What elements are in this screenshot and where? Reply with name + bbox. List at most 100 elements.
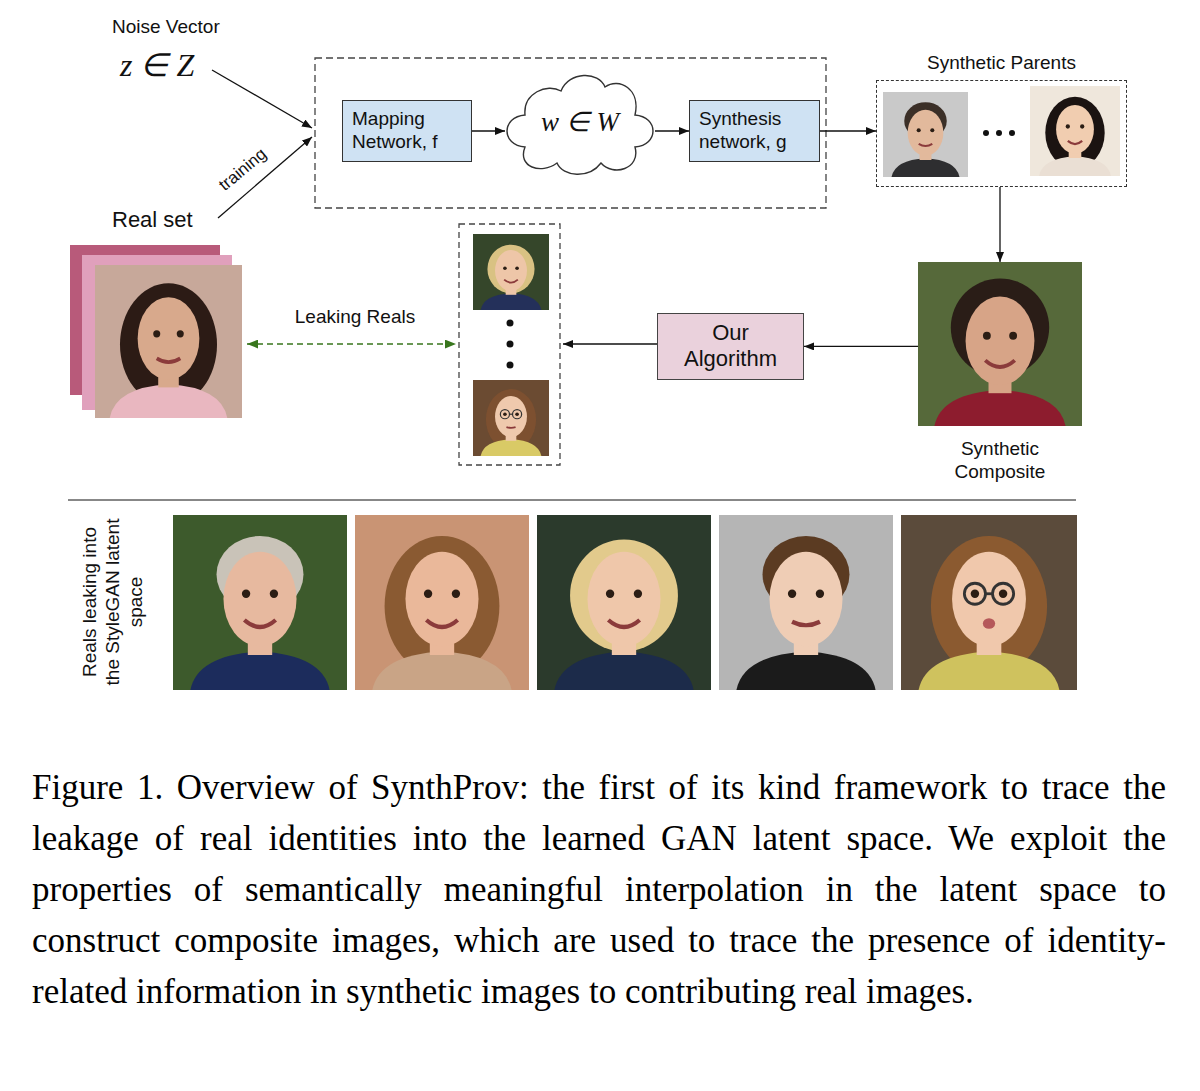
illustration-part (500, 410, 521, 419)
illustration-part (452, 590, 460, 598)
illustration-part (999, 590, 1007, 598)
edge-label: Leaking Reals (295, 306, 415, 329)
illustration-part (481, 439, 542, 456)
illustration-part (190, 652, 329, 691)
illustration-part (495, 250, 527, 291)
illustration-part (120, 283, 217, 405)
illustration-part (908, 110, 944, 156)
process-box: Our Algorithm (657, 313, 804, 380)
illustration-part (985, 360, 1015, 367)
image-group-box: Synthetic Parents (876, 80, 1127, 187)
illustration-part (515, 412, 519, 416)
latent-cloud: w ∈ W (505, 65, 655, 180)
leaked-reals-dashed-box (459, 224, 560, 465)
illustration-part (503, 412, 507, 416)
illustration-part (964, 583, 1013, 604)
input-label: Noise Vector (112, 16, 220, 39)
illustration-part (792, 622, 820, 626)
illustration-part (1080, 124, 1084, 128)
separator-line (68, 500, 1076, 501)
illustration-part (918, 262, 1082, 426)
face-photo (883, 92, 968, 177)
illustration-part (634, 590, 642, 598)
illustration-part (917, 128, 921, 132)
illustration-part (930, 128, 934, 132)
illustration-part (507, 362, 514, 369)
illustration-part (1009, 332, 1017, 340)
illustration-part (223, 552, 296, 647)
illustration-part (1066, 124, 1070, 128)
node-text: Synthesis network, g (699, 108, 810, 154)
illustration-part (355, 515, 529, 690)
illustration-part (966, 296, 1035, 385)
node-heading: Synthetic Composite (938, 438, 1062, 484)
illustration-part (495, 396, 527, 437)
illustration-part (934, 390, 1065, 426)
node-heading: Synthetic Parents (877, 52, 1126, 75)
illustration-part (244, 620, 275, 627)
generator-dashed-box (315, 58, 826, 208)
illustration-part (503, 266, 507, 270)
illustration-part (1039, 156, 1111, 176)
illustration-part (892, 158, 960, 177)
face-photo (355, 515, 529, 690)
face-photo (901, 515, 1077, 690)
illustration-part (736, 652, 875, 691)
noise-input-arrow (212, 70, 312, 128)
illustration-part (769, 552, 842, 647)
flow-arrow (472, 130, 505, 131)
illustration-part (405, 552, 478, 647)
illustration-part (1045, 97, 1104, 169)
illustration-part (983, 332, 991, 340)
flow-arrow (999, 187, 1000, 262)
face-photo (95, 265, 242, 418)
illustration-part (816, 590, 824, 598)
face-photo (719, 515, 893, 690)
face-photo (918, 262, 1082, 426)
image-stack: Real set (70, 245, 242, 418)
image-panel: Synthetic Composite (918, 262, 1082, 426)
illustration-part (110, 384, 228, 418)
illustration-part (608, 620, 639, 627)
illustration-part (177, 330, 184, 337)
face-photo (1030, 86, 1120, 176)
illustration-part (385, 536, 500, 676)
illustration-part (509, 414, 512, 415)
illustration-part (473, 380, 549, 456)
illustration-part (952, 552, 1026, 647)
algorithm-output-arrow (563, 343, 657, 344)
illustration-part (971, 590, 979, 598)
row-label: Reals leaking into the StyleGAN latent s… (79, 513, 147, 691)
illustration-part (788, 590, 796, 598)
illustration-part (996, 130, 1002, 136)
illustration-part (270, 590, 278, 598)
leaking-double-arrow (247, 343, 456, 345)
illustration-part (1030, 86, 1120, 176)
illustration-part (95, 265, 242, 418)
illustration-part (985, 592, 992, 595)
illustration-part (153, 330, 160, 337)
illustration-part (507, 341, 514, 348)
illustration-part (983, 618, 995, 629)
illustration-part (473, 234, 549, 310)
illustration-part (515, 266, 519, 270)
edge-label: training (215, 144, 271, 195)
illustration-part (424, 590, 432, 598)
illustration-part (500, 410, 509, 419)
illustration-part (883, 92, 968, 177)
illustration-part (157, 358, 181, 362)
illustration-part (964, 583, 985, 604)
node-text: Our Algorithm (668, 320, 793, 373)
illustration-part (507, 320, 514, 327)
figure-caption: Figure 1. Overview of SynthProv: the fir… (32, 762, 1166, 1017)
illustration-part (901, 515, 1077, 690)
face-photo (537, 515, 711, 690)
node-text: w ∈ W (541, 106, 619, 138)
illustration-part (504, 280, 518, 283)
illustration-part (506, 426, 515, 429)
illustration-part (1068, 141, 1082, 144)
illustration-part (719, 515, 893, 690)
illustration-part (570, 540, 678, 652)
cloud-shape (507, 75, 653, 174)
illustration-part (513, 410, 522, 419)
